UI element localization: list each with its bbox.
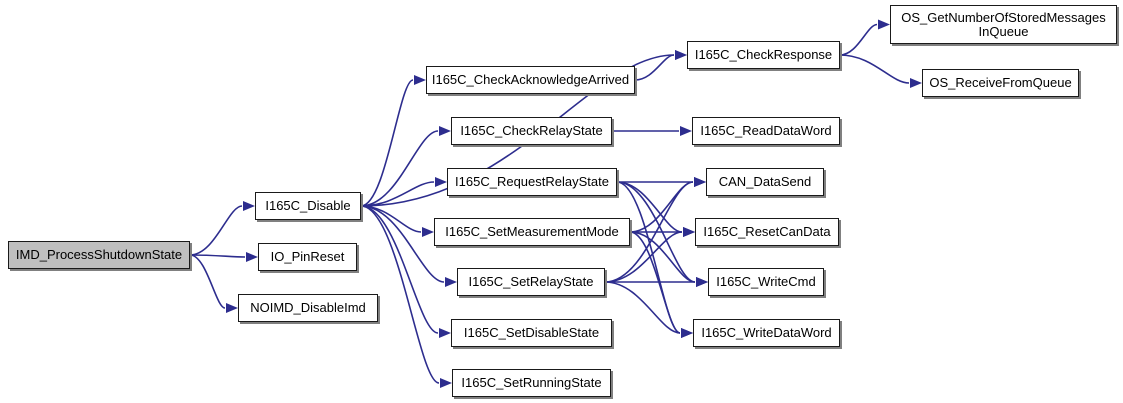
graph-node-i165c_writedataword[interactable]: I165C_WriteDataWord [693,319,840,347]
graph-node-label: I165C_RequestRelayState [455,174,609,189]
edge-arrowhead [683,227,695,237]
graph-node-io_pinreset[interactable]: IO_PinReset [258,243,357,271]
edge-arrowhead [422,227,434,237]
graph-node-label: I165C_CheckResponse [694,47,833,62]
edge-arrowhead [246,252,258,262]
edge-imd_process_shutdown_state-to-noimd_disableimd [189,254,226,309]
graph-node-label: I165C_SetDisableState [463,325,600,340]
edge-arrowhead [683,227,695,237]
graph-node-i165c_checkacknowledgearrived[interactable]: I165C_CheckAcknowledgeArrived [426,66,635,94]
graph-node-label: IO_PinReset [270,249,345,264]
edge-arrowhead [681,328,693,338]
edge-i165c_setmeasurementmode-to-i165c_writecmd [629,231,696,283]
graph-node-label: I165C_WriteCmd [716,274,816,289]
edge-i165c_checkresponse-to-os_getnumberofstoredmessagesinqueue [839,23,878,56]
edge-imd_process_shutdown_state-to-i165c_disable [189,205,243,256]
edge-arrowhead [435,177,447,187]
edge-arrowhead [696,277,708,287]
graph-node-label: NOIMD_DisableImd [250,300,366,315]
edge-arrowhead [675,50,687,60]
graph-node-label: OS_GetNumberOfStoredMessages InQueue [901,9,1106,39]
graph-node-label: I165C_WriteDataWord [701,325,832,340]
graph-node-i165c_checkrelaystate[interactable]: I165C_CheckRelayState [451,117,612,145]
edge-arrowhead [694,177,706,187]
edge-arrowhead [683,227,695,237]
edge-arrowhead [445,277,457,287]
edge-i165c_checkresponse-to-os_receivefromqueue [839,54,910,84]
graph-node-os_getnumberofstoredmessagesinqueue[interactable]: OS_GetNumberOfStoredMessages InQueue [890,5,1117,44]
graph-node-can_datasend[interactable]: CAN_DataSend [706,168,824,196]
edge-arrowhead [910,78,922,88]
graph-node-i165c_checkresponse[interactable]: I165C_CheckResponse [687,41,840,69]
graph-node-imd_process_shutdown_state[interactable]: IMD_ProcessShutdownState [8,241,190,269]
edge-arrowhead [440,378,452,388]
graph-node-i165c_readdataword[interactable]: I165C_ReadDataWord [692,117,840,145]
graph-node-i165c_disable[interactable]: I165C_Disable [255,192,361,220]
edge-arrowhead [694,177,706,187]
graph-node-label: I165C_SetMeasurementMode [445,224,619,239]
graph-node-label: I165C_CheckRelayState [460,123,603,138]
edge-i165c_disable-to-i165c_setrelaystate [360,205,445,283]
edge-i165c_disable-to-i165c_setmeasurementmode [360,205,422,233]
edge-arrowhead [696,277,708,287]
edge-arrowhead [226,303,238,313]
graph-node-os_receivefromqueue[interactable]: OS_ReceiveFromQueue [922,69,1079,97]
edge-i165c_checkacknowledgearrived-to-i165c_checkresponse [634,54,675,81]
edge-arrowhead [681,328,693,338]
graph-node-i165c_setrelaystate[interactable]: I165C_SetRelayState [457,268,605,296]
graph-node-i165c_writecmd[interactable]: I165C_WriteCmd [708,268,824,296]
graph-node-label: I165C_ReadDataWord [700,123,832,138]
edge-i165c_setmeasurementmode-to-can_datasend [629,181,694,233]
edge-arrowhead [878,19,890,30]
graph-node-label: CAN_DataSend [718,174,812,189]
graph-node-i165c_requestrelaystate[interactable]: I165C_RequestRelayState [447,168,617,196]
edge-arrowhead [414,75,426,85]
graph-node-label: I165C_SetRunningState [461,375,602,390]
graph-node-i165c_setdisablestate[interactable]: I165C_SetDisableState [451,319,612,347]
edge-arrowhead [680,126,692,136]
edge-i165c_setmeasurementmode-to-i165c_writedataword [629,231,681,334]
edge-arrowhead [675,50,687,60]
edge-arrowhead [439,328,451,338]
graph-node-label: OS_ReceiveFromQueue [929,75,1072,90]
edge-i165c_setrelaystate-to-i165c_writedataword [604,281,681,334]
graph-node-label: I165C_SetRelayState [468,274,594,289]
edge-i165c_disable-to-i165c_requestrelaystate [360,181,435,207]
edge-arrowhead [681,328,693,338]
edge-imd_process_shutdown_state-to-io_pinreset [189,254,246,258]
edge-arrowhead [694,177,706,187]
edge-arrowhead [696,277,708,287]
graph-node-i165c_setmeasurementmode[interactable]: I165C_SetMeasurementMode [434,218,630,246]
edge-arrowhead [243,201,255,211]
graph-node-label: I165C_ResetCanData [703,224,831,239]
graph-node-label: I165C_CheckAcknowledgeArrived [431,72,630,87]
graph-node-noimd_disableimd[interactable]: NOIMD_DisableImd [238,294,378,322]
graph-node-i165c_setrunningstate[interactable]: I165C_SetRunningState [452,369,611,397]
edge-i165c_disable-to-i165c_checkacknowledgearrived [360,79,414,207]
graph-node-i165c_resetcandata[interactable]: I165C_ResetCanData [695,218,839,246]
graph-node-label: I165C_Disable [265,198,351,213]
graph-node-label: IMD_ProcessShutdownState [15,247,183,262]
edge-i165c_requestrelaystate-to-i165c_writedataword [616,181,681,334]
edge-arrowhead [439,126,451,136]
edge-i165c_disable-to-i165c_checkrelaystate [360,130,439,207]
